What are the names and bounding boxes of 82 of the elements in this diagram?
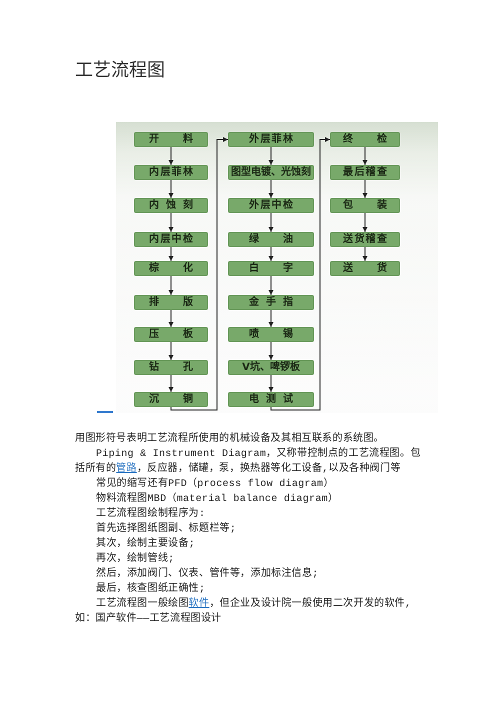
step-label: 内蚀刻 xyxy=(149,199,193,212)
process-box xyxy=(228,327,314,342)
process-box xyxy=(134,392,208,407)
step-label: 金手指 xyxy=(249,296,293,309)
arrow xyxy=(168,276,174,296)
arrow xyxy=(270,137,330,410)
arrow xyxy=(168,342,174,360)
step-label: 外层菲林 xyxy=(249,133,293,146)
step-label: 白字 xyxy=(249,262,293,275)
process-box xyxy=(134,261,208,276)
step-label: 内层中检 xyxy=(149,233,193,246)
arrow xyxy=(168,374,174,392)
paragraph: 工艺流程图一般绘图软件，但企业及设计院一般使用二次开发的软件,如：国产软件——工艺流程图设计 xyxy=(75,597,412,627)
process-box xyxy=(330,198,400,213)
step-label: 排版 xyxy=(149,296,193,309)
process-box xyxy=(134,132,208,147)
step-label: 外层中检 xyxy=(249,199,293,212)
paragraph: 首先选择图纸图副、标题栏等; xyxy=(95,522,238,537)
arrow xyxy=(362,146,368,166)
process-box xyxy=(134,198,208,213)
paragraph: 最后，核查图纸正确性; xyxy=(95,582,206,597)
text-link: 软件 xyxy=(188,599,210,610)
paragraph: 工艺流程图绘制程序为: xyxy=(95,507,206,522)
process-box xyxy=(228,261,314,276)
paragraph: Piping & Instrument Diagram，又称带控制点的工艺流程图。包括所有的管路，反应器，储罐，泵，换热器等化工设备,以及各种阀门等 xyxy=(75,447,422,477)
arrow xyxy=(362,180,368,198)
process-box xyxy=(330,132,400,147)
process-box xyxy=(330,232,400,247)
step-label: 压板 xyxy=(149,328,193,341)
arrow xyxy=(362,212,368,232)
step-label: 沉铜 xyxy=(149,393,193,406)
step-label: 送货 xyxy=(343,262,387,275)
paragraph: 然后，添加阀门、仪表、管件等，添加标注信息; xyxy=(95,567,320,582)
process-box xyxy=(228,232,314,247)
arrow xyxy=(268,180,274,198)
process-box xyxy=(228,295,314,310)
process-box xyxy=(134,295,208,310)
process-box xyxy=(228,165,314,180)
arrow xyxy=(362,246,368,262)
step-label: 内层菲林 xyxy=(149,166,193,179)
arrow xyxy=(168,146,174,166)
step-label: 最后稽查 xyxy=(343,166,387,179)
step-label: 终检 xyxy=(343,133,387,146)
page-title: 工艺流程图 xyxy=(75,60,165,82)
process-box xyxy=(134,165,208,180)
process-box xyxy=(228,132,314,147)
arrow xyxy=(268,246,274,262)
step-label: 开料 xyxy=(149,133,193,146)
arrow xyxy=(168,180,174,198)
arrow xyxy=(268,342,274,360)
process-box xyxy=(228,198,314,213)
step-label: 图型电镀、光蚀刻 xyxy=(231,166,311,179)
process-box xyxy=(330,261,400,276)
process-box xyxy=(228,360,314,375)
arrow xyxy=(170,137,228,410)
step-label: 送货稽查 xyxy=(343,233,387,246)
step-label: 包装 xyxy=(343,199,387,212)
arrow xyxy=(268,374,274,392)
step-label: 钻孔 xyxy=(149,361,193,374)
step-label: V坑、啤锣板 xyxy=(242,361,300,374)
paragraph: 常见的缩写还有PFD（process flow diagram） xyxy=(95,477,335,492)
process-box xyxy=(134,360,208,375)
text-link: 管路 xyxy=(116,464,137,475)
step-label: 绿油 xyxy=(249,233,293,246)
arrow xyxy=(268,310,274,328)
arrow xyxy=(168,310,174,328)
paragraph: 其次，绘制主要设备; xyxy=(95,537,196,552)
arrow xyxy=(268,146,274,166)
process-box xyxy=(330,165,400,180)
paragraph: 再次，绘制管线; xyxy=(95,552,176,567)
step-label: 电测试 xyxy=(249,393,293,406)
arrow xyxy=(168,212,174,232)
process-box xyxy=(228,392,314,407)
step-label: 喷锡 xyxy=(249,328,293,341)
process-box xyxy=(134,327,208,342)
arrow xyxy=(168,246,174,262)
arrow xyxy=(268,212,274,232)
step-label: 棕化 xyxy=(149,262,193,275)
process-box xyxy=(134,232,208,247)
paragraph: 用图形符号表明工艺流程所使用的机械设备及其相互联系的系统图。 xyxy=(75,432,385,447)
paragraph: 物料流程图MBD（material balance diagram） xyxy=(95,492,340,507)
arrow xyxy=(268,276,274,296)
